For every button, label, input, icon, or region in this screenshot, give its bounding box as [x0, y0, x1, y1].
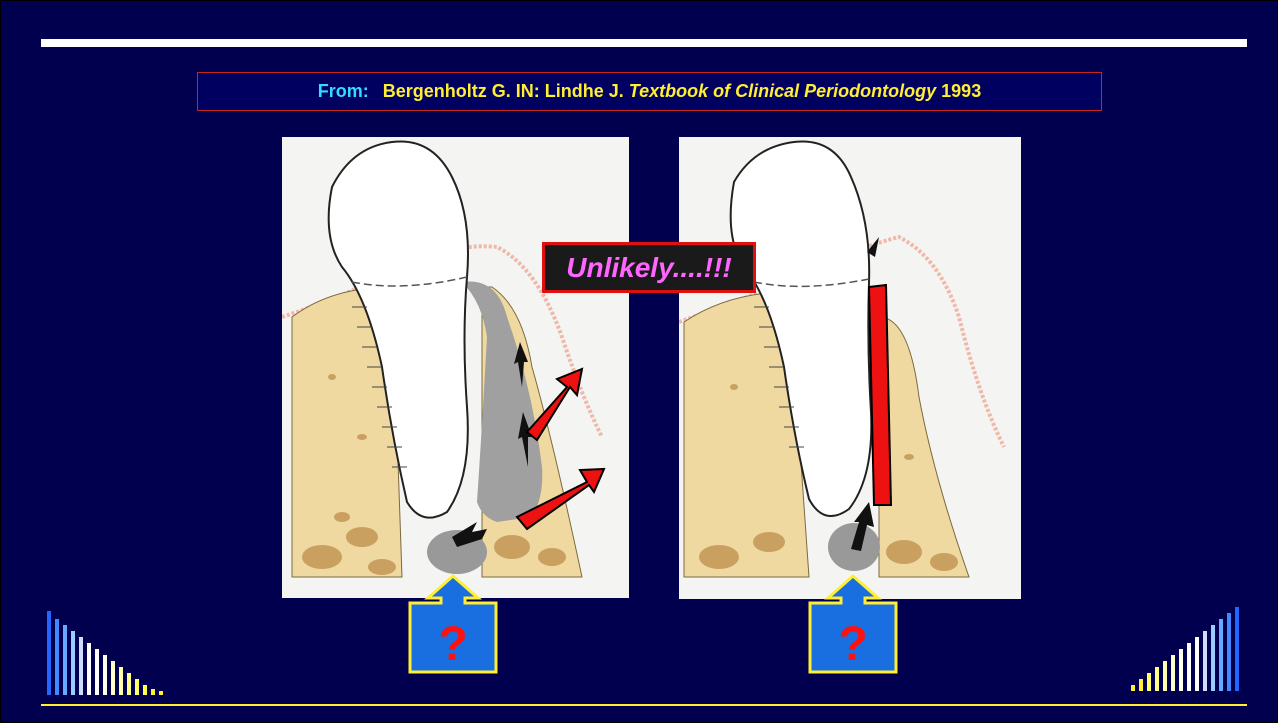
bars-decoration-icon	[47, 611, 167, 695]
top-rule	[41, 39, 1247, 47]
unlikely-text: Unlikely....!!!	[566, 252, 731, 284]
citation-from-label: From:	[318, 81, 369, 102]
citation-author: Bergenholtz G. IN: Lindhe J.	[383, 81, 624, 102]
right-question-mark: ?	[838, 618, 867, 671]
left-tooth-diagram	[282, 137, 629, 598]
left-question-mark: ?	[438, 618, 467, 671]
citation-year: 1993	[941, 81, 981, 102]
bone-right	[879, 317, 969, 577]
question-arrow-icon: ?	[407, 573, 499, 675]
citation-title: Textbook of Clinical Periodontology	[629, 81, 936, 102]
unlikely-callout: Unlikely....!!!	[542, 242, 756, 293]
citation-box: From: Bergenholtz G. IN: Lindhe J. Textb…	[197, 72, 1102, 111]
lesion	[462, 281, 542, 522]
bottom-rule	[41, 704, 1247, 706]
red-bar-icon	[869, 285, 891, 505]
right-tooth-diagram	[679, 137, 1021, 599]
question-arrow-icon: ?	[807, 573, 899, 675]
bars-decoration-icon	[1127, 607, 1247, 691]
